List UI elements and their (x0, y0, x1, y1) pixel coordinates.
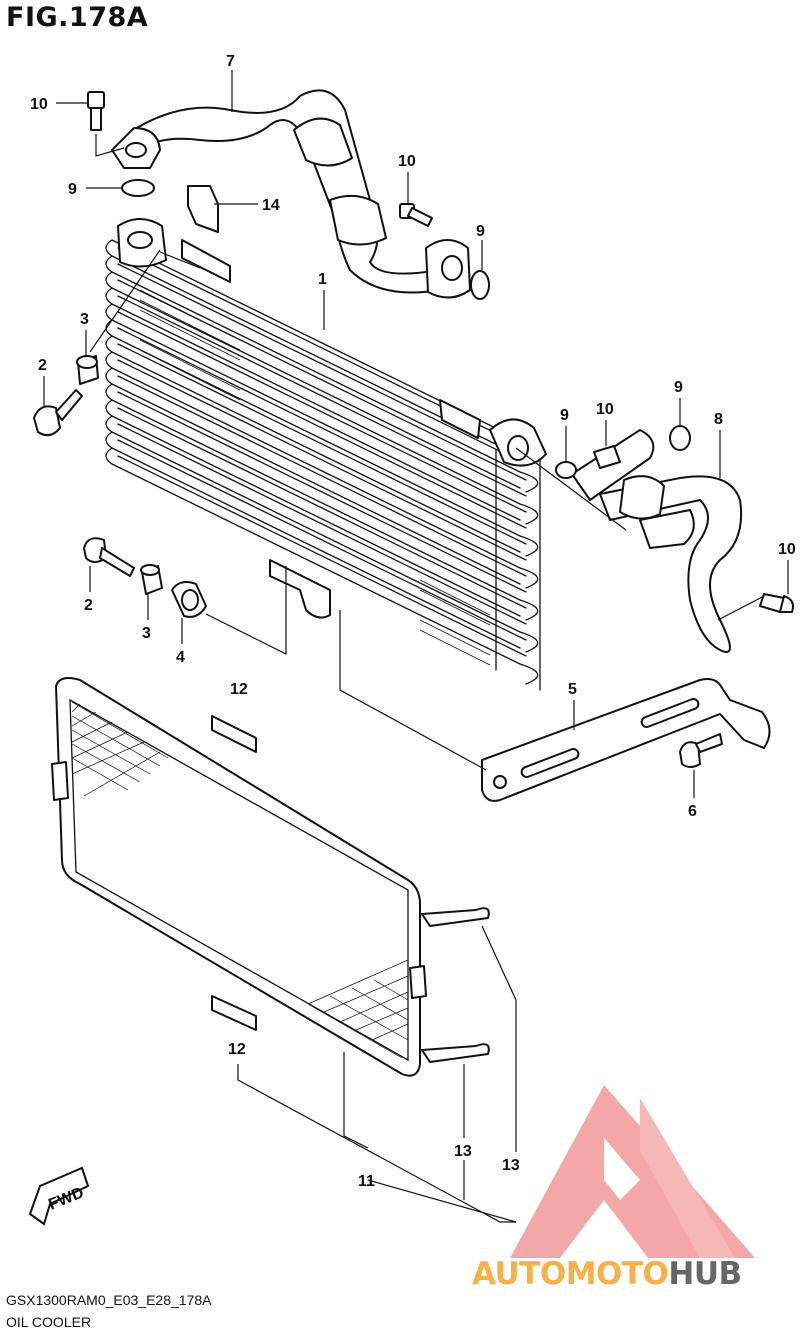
callout-9: 9 (476, 223, 485, 240)
o-ring-9-right-b (669, 425, 691, 451)
callout-10: 10 (398, 153, 416, 170)
clamp-14 (187, 185, 219, 233)
collar-3-upper (76, 355, 99, 385)
callout-3: 3 (80, 311, 89, 328)
bolt-10-upper-left (87, 91, 105, 131)
callout-12: 12 (228, 1041, 246, 1058)
watermark-logo (510, 1085, 755, 1258)
callout-9: 9 (560, 407, 569, 424)
callout-2: 2 (84, 597, 93, 614)
callout-7: 7 (226, 53, 235, 70)
o-ring-9-right-a (555, 461, 577, 479)
callout-8: 8 (714, 411, 723, 428)
bracket-5 (481, 678, 771, 802)
pad-12-upper (211, 715, 257, 753)
callout-3: 3 (142, 625, 151, 642)
callout-10: 10 (30, 96, 48, 113)
bolt-2-upper (33, 389, 83, 437)
callout-2: 2 (38, 357, 47, 374)
bolt-10-upper-right (399, 203, 433, 227)
figure-title: FIG.178A (6, 2, 149, 33)
callout-13: 13 (454, 1143, 472, 1160)
callout-1: 1 (318, 271, 327, 288)
bolt-10-right-a (593, 445, 621, 469)
callout-9: 9 (68, 181, 77, 198)
collar-3-lower (140, 564, 163, 595)
callout-12: 12 (230, 681, 248, 698)
diagram-code: GSX1300RAM0_E03_E28_178A (6, 1292, 212, 1308)
callout-6: 6 (688, 803, 697, 820)
callout-9: 9 (674, 379, 683, 396)
bolt-6 (679, 733, 723, 768)
callout-10: 10 (596, 401, 614, 418)
bolt-2-lower (83, 537, 135, 577)
leader-lines (43, 70, 789, 1223)
bolt-10-right-b (759, 593, 794, 613)
cooler-guard-11 (51, 677, 490, 1077)
o-ring-9-upper-left (121, 179, 155, 197)
watermark-brand-part1: AUTOMOTO (472, 1256, 669, 1292)
watermark-brand-part2: HUB (668, 1256, 742, 1292)
callout-4: 4 (176, 649, 185, 666)
callout-10: 10 (778, 541, 796, 558)
o-ring-9-upper-right (470, 270, 490, 300)
diagram-title: OIL COOLER (6, 1314, 92, 1330)
callout-11: 11 (358, 1173, 375, 1190)
callout-14: 14 (262, 197, 280, 214)
watermark-brand: AUTOMOTOHUB (472, 1256, 742, 1292)
oil-cooler-radiator (105, 218, 541, 691)
pad-12-lower (211, 995, 257, 1031)
oil-hose-7 (111, 89, 471, 299)
callout-13: 13 (502, 1157, 520, 1174)
callout-5: 5 (568, 681, 577, 698)
fwd-arrow-icon (28, 1166, 90, 1226)
grommet-4 (171, 581, 207, 618)
